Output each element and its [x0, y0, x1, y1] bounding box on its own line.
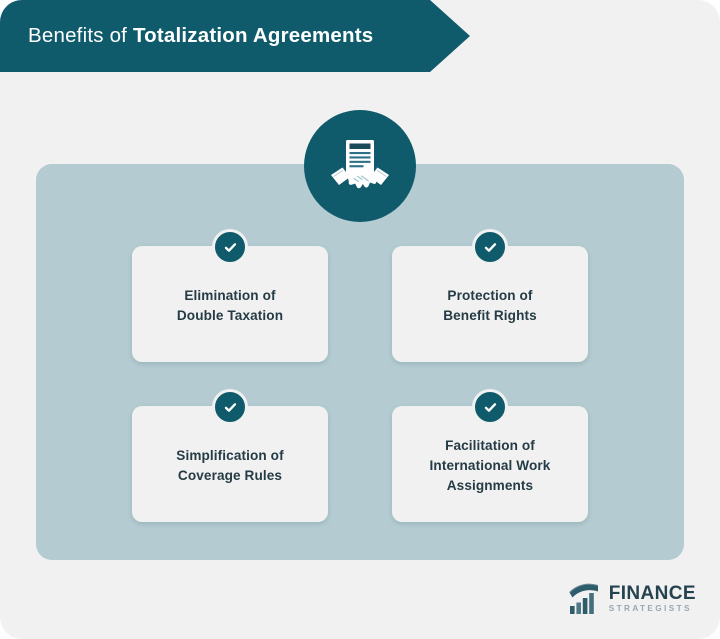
brand-logo-secondary: STRATEGISTS [608, 604, 692, 614]
brand-logo-text: FINANCE STRATEGISTS [609, 584, 696, 613]
benefits-card-grid: Elimination of Double Taxation Protectio… [132, 229, 588, 526]
benefit-card-simplification-of-coverage-rules[interactable]: Simplification of Coverage Rules [132, 389, 328, 522]
benefit-card-label: Simplification of Coverage Rules [176, 446, 283, 485]
check-icon [212, 229, 248, 265]
header-banner: Benefits of Totalization Agreements [0, 0, 470, 72]
benefit-card-label-line3: Assignments [446, 477, 534, 493]
check-icon [472, 229, 508, 265]
benefit-card-label-line2: Double Taxation [176, 308, 284, 323]
benefit-card-label: Protection of Benefit Rights [443, 286, 537, 325]
document-handshake-icon [327, 133, 393, 199]
benefit-card-label-line2: Benefit Rights [443, 308, 537, 323]
benefit-card-label-line1: Facilitation of [445, 438, 535, 454]
benefit-card-label-line1: Elimination of [184, 288, 276, 304]
brand-logo-primary: FINANCE [608, 583, 696, 605]
benefit-card-facilitation-of-international-work-assignments[interactable]: Facilitation of International Work Assig… [392, 389, 588, 522]
finance-strategists-mark-icon [568, 583, 602, 615]
benefit-card-label-line2: Coverage Rules [177, 468, 283, 483]
benefit-card-elimination-of-double-taxation[interactable]: Elimination of Double Taxation [132, 229, 328, 362]
page-title-bold: Totalization Agreements [132, 24, 374, 47]
benefit-card-label: Facilitation of International Work Assig… [430, 436, 551, 495]
hero-icon-circle [304, 110, 416, 222]
benefit-card-label: Elimination of Double Taxation [177, 286, 283, 325]
benefit-card-protection-of-benefit-rights[interactable]: Protection of Benefit Rights [392, 229, 588, 362]
benefit-card-label-line2: International Work [429, 458, 551, 474]
benefit-card-label-line1: Protection of [447, 288, 533, 304]
brand-logo: FINANCE STRATEGISTS [568, 583, 696, 615]
check-icon [472, 389, 508, 425]
benefit-card-label-line1: Simplification of [176, 448, 284, 464]
page-title: Benefits of Totalization Agreements [28, 24, 373, 48]
page-title-regular: Benefits of [28, 24, 133, 47]
check-icon [212, 389, 248, 425]
